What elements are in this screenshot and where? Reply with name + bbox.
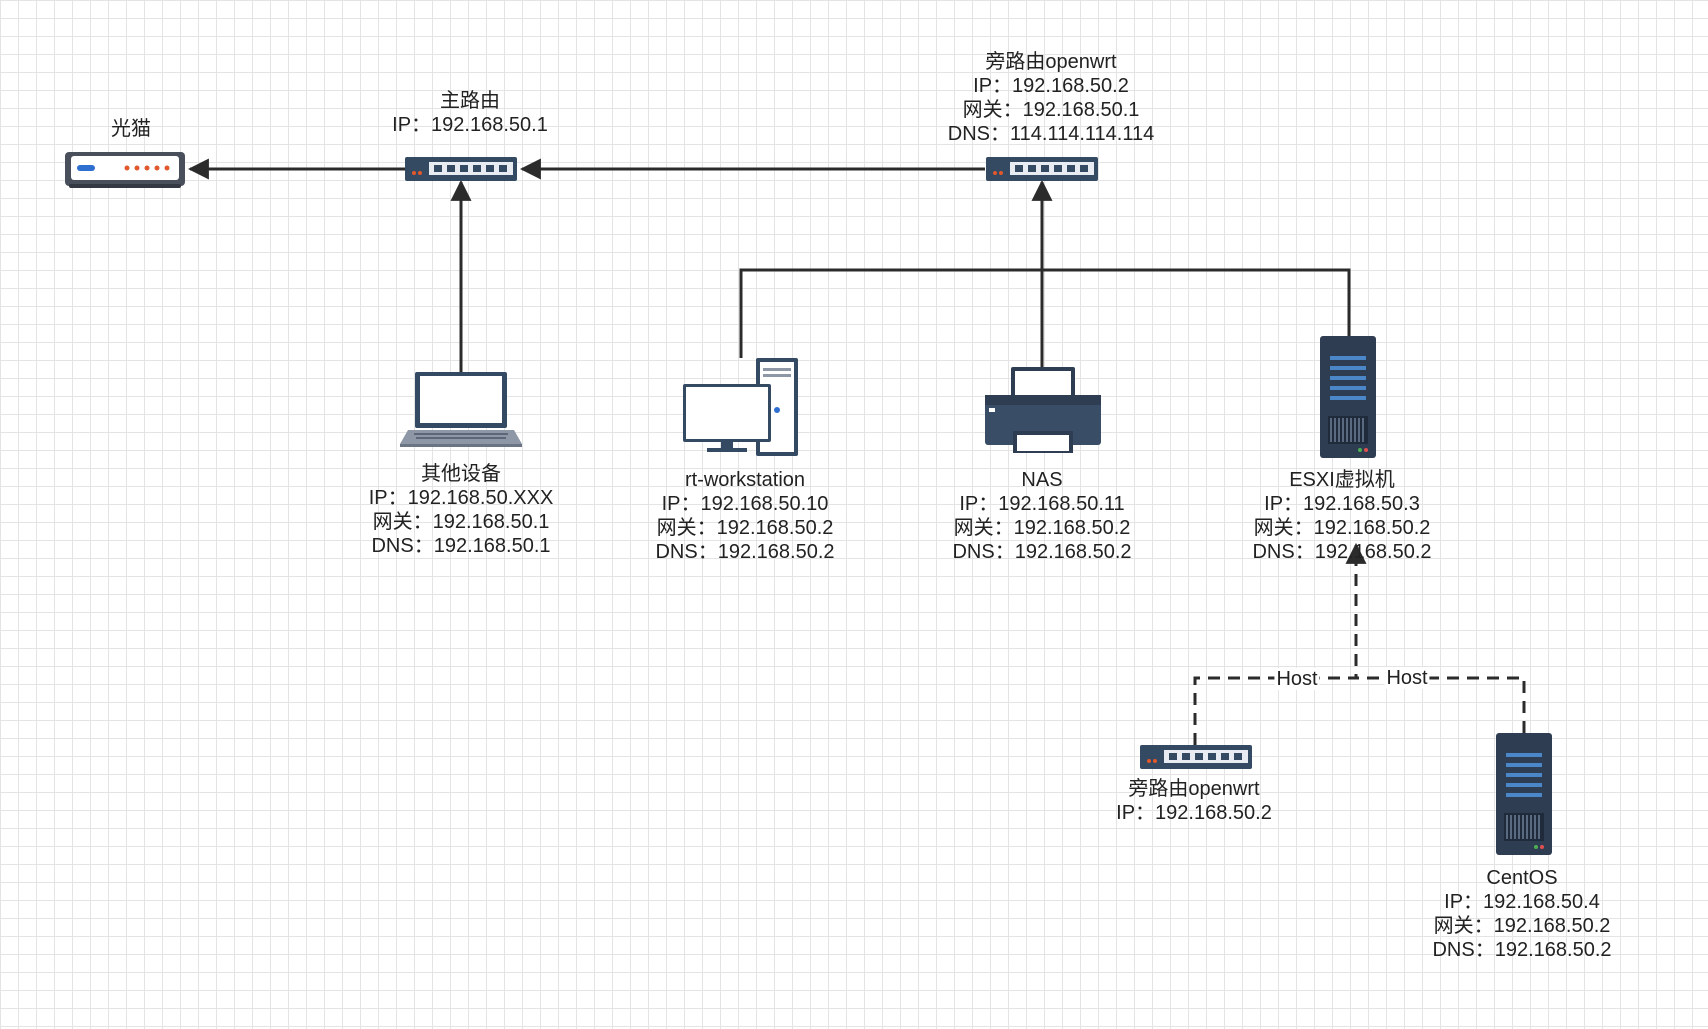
vm-openwrt-name: 旁路由openwrt [1128,778,1260,800]
modem-label: 光猫 [111,117,151,141]
other-devices-name: 其他设备 [420,463,501,485]
centos-label: CentOS IP：192.168.50.4 网关：192.168.50.2 D… [1432,866,1611,962]
bypass-router-dns: DNS：114.114.114.114 [947,123,1155,145]
modem-name: 光猫 [111,118,151,140]
vm-openwrt-router-icon[interactable] [1140,745,1252,769]
workstation-gateway: 网关：192.168.50.2 [656,517,834,539]
edge-workstation-to-bus[interactable] [739,268,1042,358]
other-devices-ip: IP：192.168.50.XXX [368,487,554,509]
esxi-ip: IP：192.168.50.3 [1264,493,1420,515]
workstation-name: rt-workstation [684,469,806,491]
centos-dns: DNS：192.168.50.2 [1432,939,1612,961]
virtual-connectors [1193,542,1526,745]
centos-name: CentOS [1486,867,1558,889]
edge-esxi-to-bus[interactable] [1042,268,1351,336]
nas-ip: IP：192.168.50.11 [959,493,1125,515]
vm-openwrt-label: 旁路由openwrt IP：192.168.50.2 [1116,777,1272,825]
workstation-dns: DNS：192.168.50.2 [655,541,835,563]
main-router-ip: IP：192.168.50.1 [392,114,548,136]
nas-gateway: 网关：192.168.50.2 [953,517,1131,539]
esxi-label: ESXI虚拟机 IP：192.168.50.3 网关：192.168.50.2 … [1252,468,1431,564]
workstation-ip: IP：192.168.50.10 [661,493,829,515]
edge-label-host-right: Host [1384,667,1430,689]
other-devices-label: 其他设备 IP：192.168.50.XXX 网关：192.168.50.1 D… [369,462,554,558]
nas-label: NAS IP：192.168.50.11 网关：192.168.50.2 DNS… [952,468,1131,564]
centos-gateway: 网关：192.168.50.2 [1433,915,1611,937]
bypass-router-gateway: 网关：192.168.50.1 [962,99,1140,121]
edge-centos-to-esxi[interactable] [1356,676,1526,733]
edge-label-host-left: Host [1274,668,1320,690]
esxi-name: ESXI虚拟机 [1289,469,1395,491]
workstation-icon[interactable] [683,358,798,456]
bypass-router-name: 旁路由openwrt [985,51,1117,73]
workstation-label: rt-workstation IP：192.168.50.10 网关：192.1… [655,468,834,564]
main-router-icon[interactable] [405,157,517,181]
esxi-server-icon[interactable] [1320,336,1376,458]
edge-vm-openwrt-to-esxi[interactable] [1193,542,1367,745]
bypass-router-label: 旁路由openwrt IP：192.168.50.2 网关：192.168.50… [948,50,1154,146]
nas-icon[interactable] [985,367,1101,453]
laptop-icon[interactable] [400,372,522,447]
connectors [187,158,1351,372]
bypass-router-icon[interactable] [986,157,1098,181]
main-router-label: 主路由 IP：192.168.50.1 [392,89,548,137]
main-router-name: 主路由 [440,90,500,112]
bypass-router-ip: IP：192.168.50.2 [973,75,1129,97]
esxi-dns: DNS：192.168.50.2 [1252,541,1432,563]
esxi-gateway: 网关：192.168.50.2 [1253,517,1431,539]
other-devices-dns: DNS：192.168.50.1 [371,535,551,557]
other-devices-gateway: 网关：192.168.50.1 [372,511,550,533]
centos-ip: IP：192.168.50.4 [1444,891,1600,913]
centos-server-icon[interactable] [1496,733,1552,855]
nas-name: NAS [1021,469,1063,491]
vm-openwrt-ip: IP：192.168.50.2 [1116,802,1272,824]
nas-dns: DNS：192.168.50.2 [952,541,1132,563]
modem-icon[interactable] [65,152,185,188]
